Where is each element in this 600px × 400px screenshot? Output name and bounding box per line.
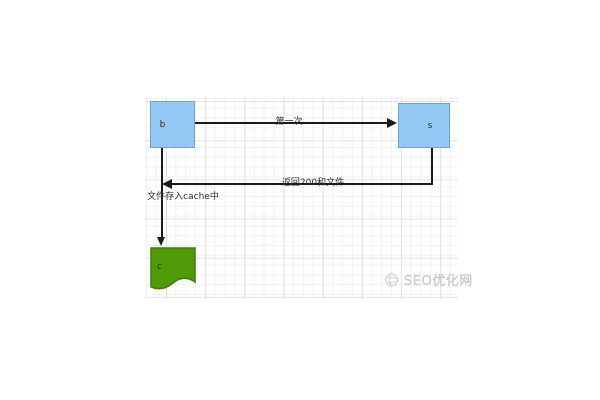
edge-s-to-b-horizontal-line <box>172 183 433 185</box>
edge-s-to-b-label: 返回200和文件 <box>281 177 345 188</box>
edge-b-to-c-line <box>161 148 163 237</box>
node-server-label: s <box>427 120 433 131</box>
watermark-text: SEO优化网 <box>404 274 473 289</box>
edge-b-to-s-line <box>195 122 387 124</box>
arrowhead-down-icon <box>157 237 165 246</box>
edge-b-to-s-label: 第一次 <box>275 116 303 127</box>
node-server: s <box>398 103 450 148</box>
node-browser: b <box>150 101 195 148</box>
globe-icon <box>385 273 398 287</box>
node-browser-label: b <box>159 119 166 130</box>
document-shape-icon <box>150 247 196 290</box>
edge-b-to-c-label: 文件存入cache中 <box>147 191 219 202</box>
arrowhead-left-icon <box>162 179 172 189</box>
edge-s-to-b-vertical-line <box>431 148 433 184</box>
node-cache-label: c <box>157 262 162 272</box>
watermark: SEO优化网 <box>383 270 473 289</box>
arrowhead-right-icon <box>387 118 397 128</box>
node-cache-document: c <box>150 247 196 291</box>
